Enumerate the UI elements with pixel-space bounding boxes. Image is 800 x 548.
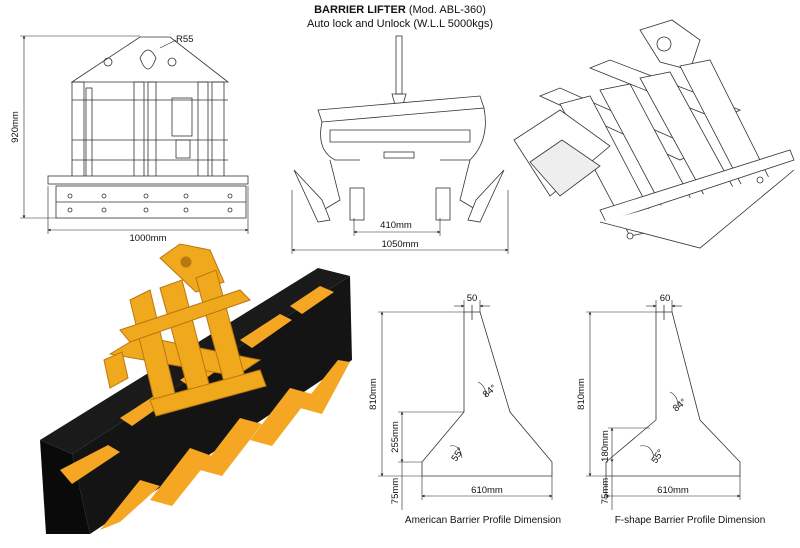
fshape-base-width: 610mm bbox=[657, 485, 689, 496]
side-dimension-lines bbox=[291, 190, 509, 254]
barrier-end-face bbox=[40, 440, 90, 534]
fshape-caption: F-shape Barrier Profile Dimension bbox=[615, 515, 766, 526]
american-angle-lower: 55° bbox=[449, 445, 466, 463]
fshape-total-height: 810mm bbox=[576, 378, 587, 410]
orange-lifter-frame bbox=[103, 243, 267, 417]
fshape-angle-upper: 84° bbox=[671, 397, 689, 415]
american-top-width: 50 bbox=[467, 293, 478, 304]
american-total-height: 810mm bbox=[368, 378, 379, 410]
front-height-label: 920mm bbox=[10, 111, 21, 143]
barrier-side-face bbox=[72, 276, 352, 534]
fshape-mid-height: 180mm bbox=[600, 430, 611, 462]
side-outer-width-label: 1050mm bbox=[382, 239, 419, 250]
side-view-drawing bbox=[293, 35, 505, 223]
american-caption: American Barrier Profile Dimension bbox=[405, 515, 561, 526]
fshape-dimension-lines bbox=[586, 300, 741, 510]
american-base-height: 75mm bbox=[390, 478, 401, 504]
barrier-render bbox=[40, 243, 352, 534]
page-title: BARRIER LIFTER bbox=[314, 4, 406, 16]
american-angle-upper: 84° bbox=[481, 383, 499, 401]
page-subtitle: Auto lock and Unlock (W.L.L 5000kgs) bbox=[306, 18, 494, 30]
model-number: (Mod. ABL-360) bbox=[408, 4, 486, 16]
side-inner-width-label: 410mm bbox=[380, 220, 412, 231]
american-mid-height: 255mm bbox=[390, 421, 401, 453]
front-view-drawing bbox=[47, 36, 249, 219]
american-dimension-lines bbox=[378, 300, 553, 510]
title-block: BARRIER LIFTER (Mod. ABL-360) Auto lock … bbox=[255, 3, 545, 31]
fshape-base-height: 75mm bbox=[600, 478, 611, 504]
fshape-angle-lower: 55° bbox=[649, 447, 666, 465]
fshape-top-width: 60 bbox=[660, 293, 671, 304]
front-dimension-lines bbox=[20, 35, 249, 234]
front-width-label: 1000mm bbox=[130, 233, 167, 244]
radius-label: R55 bbox=[176, 34, 193, 45]
american-base-width: 610mm bbox=[471, 485, 503, 496]
isometric-lifter-drawing bbox=[513, 19, 795, 249]
fshape-profile-drawing bbox=[605, 305, 741, 477]
